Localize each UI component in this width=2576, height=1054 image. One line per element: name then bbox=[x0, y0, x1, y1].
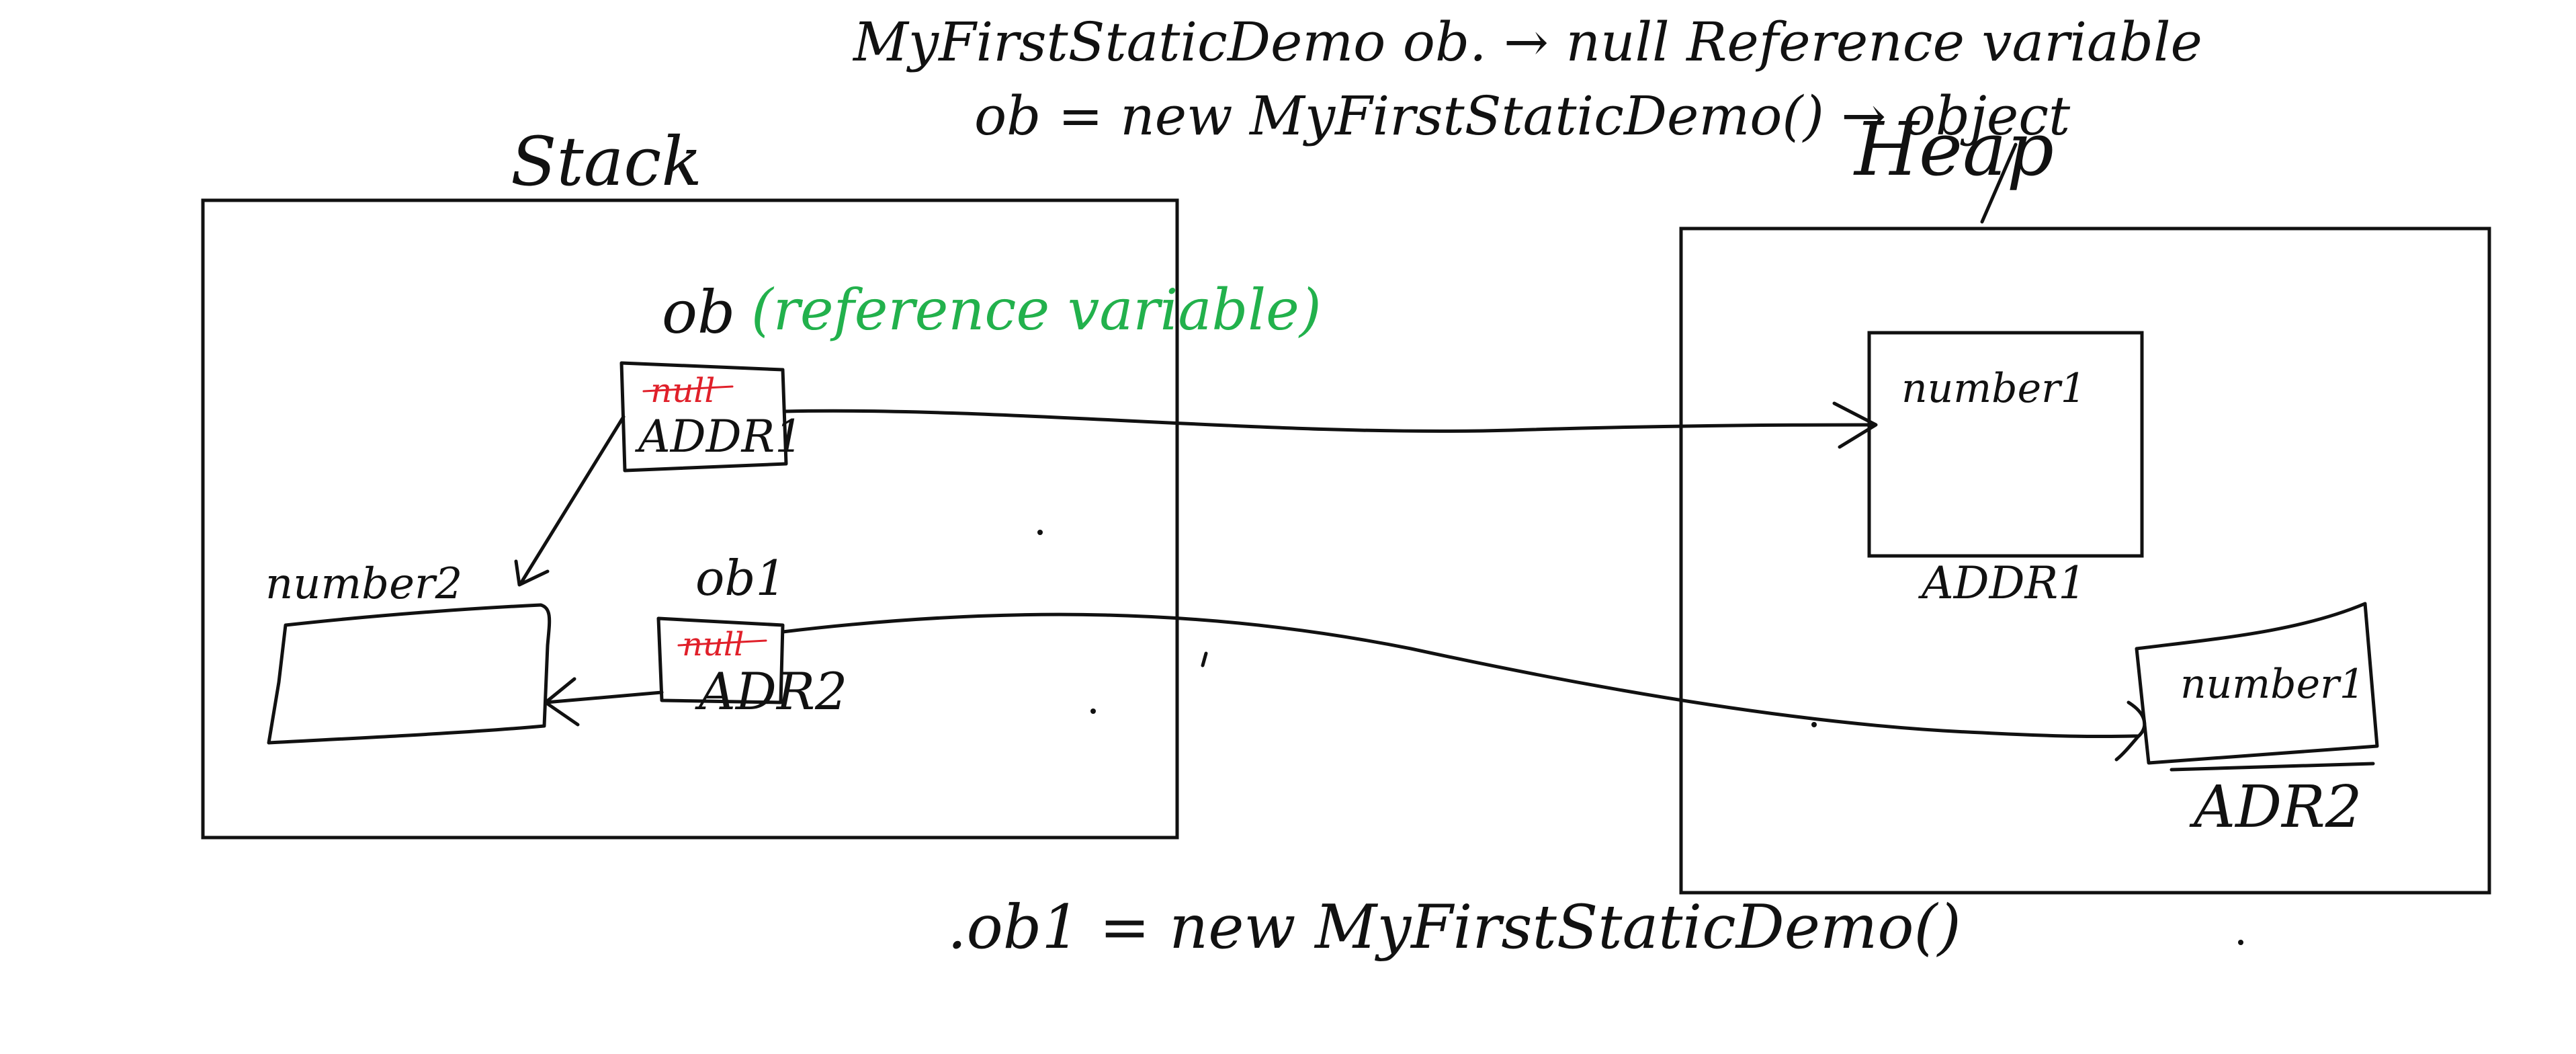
ob-cell bbox=[619, 361, 788, 473]
heap-title: Heap bbox=[1853, 106, 2054, 192]
arrow-ob1-to-heap-object-2 bbox=[781, 612, 2140, 739]
number2-label: number2 bbox=[265, 559, 462, 609]
ob-label: ob bbox=[662, 278, 735, 347]
arrow-ob-to-heap-object-1-head bbox=[1832, 401, 1878, 449]
ob-value: ADDR1 bbox=[634, 411, 803, 462]
number2-cell bbox=[267, 603, 552, 745]
ob1-old-value-strike bbox=[677, 639, 767, 647]
stack-box bbox=[201, 198, 1179, 840]
heap-box bbox=[1679, 227, 2491, 895]
ob-old-value-strike bbox=[642, 385, 734, 393]
heap-object-2-field: number1 bbox=[2180, 661, 2365, 708]
arrow-ob1-to-number2-head bbox=[544, 677, 580, 727]
note-declaration: MyFirstStaticDemo ob. → null Reference v… bbox=[852, 11, 2202, 73]
heap-object-1 bbox=[1867, 331, 2144, 558]
pen-dot bbox=[1090, 708, 1096, 714]
arrow-ob-to-number2 bbox=[519, 415, 626, 585]
ob1-value: ADR2 bbox=[695, 661, 847, 721]
heap-object-2-address: ADR2 bbox=[2189, 774, 2362, 841]
arrow-ob-to-heap-object-1 bbox=[783, 409, 1877, 433]
arrow-ob1-to-number2 bbox=[544, 690, 664, 704]
pen-dot bbox=[1811, 722, 1817, 727]
pen-dot bbox=[1037, 530, 1043, 535]
arrow-ob1-to-heap-object-2-head bbox=[2114, 700, 2147, 762]
ob-annotation: (reference variable) bbox=[751, 277, 1322, 343]
heap-title-stroke bbox=[1980, 143, 2018, 224]
note-instantiation: ob = new MyFirstStaticDemo() → object bbox=[974, 85, 2071, 147]
ob1-cell bbox=[656, 616, 785, 704]
pen-mark bbox=[1201, 651, 1208, 667]
heap-object-2-baseline bbox=[2170, 762, 2375, 772]
pen-dot bbox=[2238, 940, 2243, 945]
ob1-label: ob1 bbox=[695, 550, 786, 606]
stack-title: Stack bbox=[511, 122, 702, 201]
heap-object-2 bbox=[2135, 602, 2379, 765]
heap-object-1-address: ADDR1 bbox=[1918, 557, 2086, 609]
arrow-ob-to-number2-head bbox=[514, 559, 550, 587]
heap-object-1-field: number1 bbox=[1901, 365, 2086, 412]
note-second-instantiation: .ob1 = new MyFirstStaticDemo() bbox=[947, 892, 1961, 963]
